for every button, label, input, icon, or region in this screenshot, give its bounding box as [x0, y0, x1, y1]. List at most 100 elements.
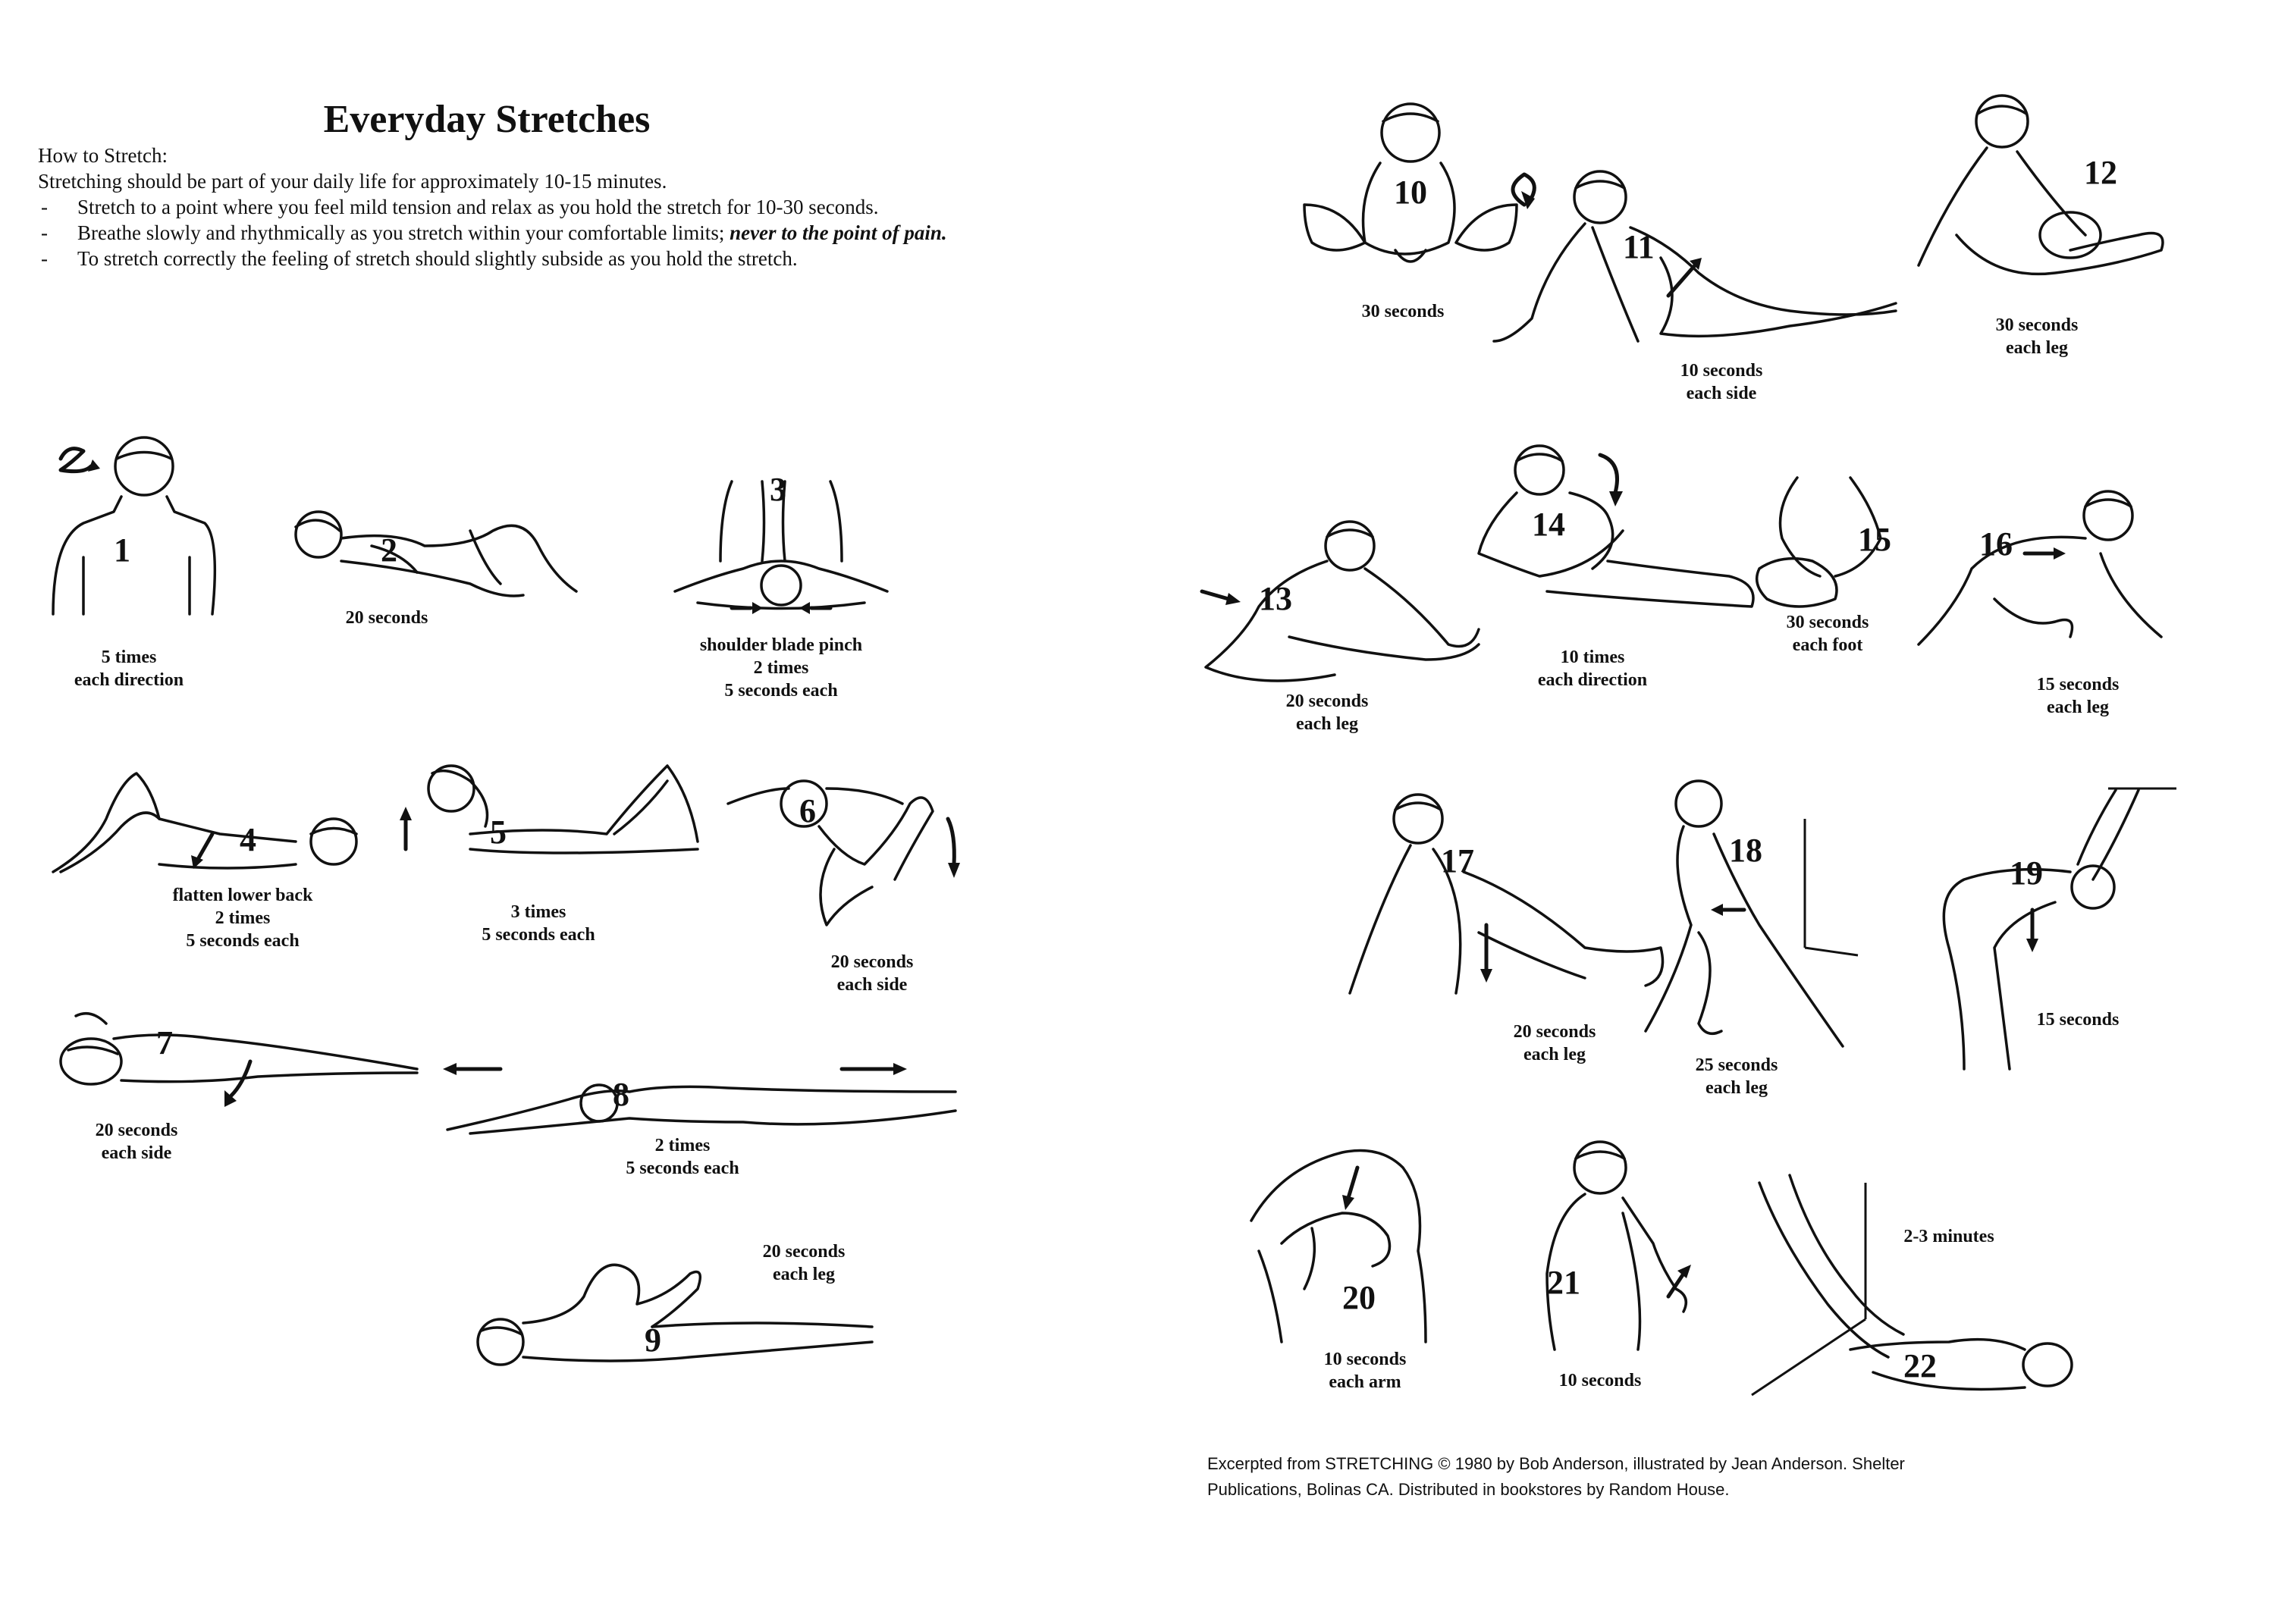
- stretch-figure-1: 1: [38, 425, 220, 616]
- credit-block: Excerpted from STRETCHING © 1980 by Bob …: [1207, 1451, 2254, 1503]
- stretch-number: 13: [1259, 580, 1292, 617]
- stretch-number: 14: [1532, 506, 1565, 543]
- stretch-number: 3: [770, 471, 786, 508]
- stretch-caption: 30 seconds each leg: [1995, 315, 2079, 358]
- stretch-number: 7: [156, 1024, 173, 1061]
- instruction-item: Breathe slowly and rhythmically as you s…: [38, 220, 948, 246]
- wall-calf-stretch-figure-icon: [1644, 779, 1859, 1048]
- stretch-figure-6: 6: [720, 758, 971, 933]
- stretch-number: 11: [1623, 228, 1655, 265]
- ankle-rotation-figure-icon: [1477, 444, 1755, 608]
- head-lift-figure-icon: [400, 764, 699, 854]
- stretch-caption: 5 times each direction: [74, 647, 184, 690]
- stretch-figure-14: 14: [1471, 440, 1759, 637]
- instruction-emphasis: never to the point of pain.: [730, 221, 947, 244]
- stretch-number: 17: [1441, 842, 1474, 879]
- stretch-figure-11: 11: [1486, 136, 1911, 364]
- stretch-figure-17: 17: [1342, 788, 1668, 1016]
- stretch-number: 15: [1858, 521, 1891, 558]
- instructions-heading: How to Stretch:: [38, 144, 168, 167]
- stretch-figure-16: 16: [1903, 485, 2176, 660]
- stretch-caption: shoulder blade pinch 2 times 5 seconds e…: [699, 635, 863, 701]
- kneeling-stretch-figure-icon: [1917, 490, 2163, 646]
- seated-bend-figure-icon: [1917, 94, 2164, 276]
- legs-up-wall-figure-icon: [1751, 1174, 2073, 1397]
- stretch-caption: 3 times 5 seconds each: [482, 902, 595, 945]
- stretch-figure-13: 13: [1198, 516, 1486, 690]
- stretch-caption: 2 times 5 seconds each: [626, 1136, 739, 1178]
- stretch-figure-2: 2: [273, 500, 592, 622]
- forward-bend-figure-icon: [1942, 787, 2176, 1071]
- stretch-figure-7: 7: [46, 1001, 425, 1107]
- lunge-figure-icon: [1348, 793, 1665, 995]
- foot-hold-figure-icon: [1755, 476, 1882, 608]
- stretch-caption: 2-3 minutes: [1903, 1227, 1994, 1246]
- stretch-caption: 10 seconds each arm: [1323, 1350, 1407, 1392]
- stretch-number: 19: [2010, 854, 2043, 892]
- stretch-number: 20: [1342, 1279, 1376, 1316]
- page-title: Everyday Stretches: [323, 98, 651, 141]
- stretch-number: 2: [381, 531, 397, 569]
- stretch-figure-15: 15: [1752, 462, 1903, 622]
- stretch-number: 22: [1903, 1347, 1937, 1384]
- knee-to-chest-figure-icon: [476, 1263, 874, 1366]
- instruction-text: Breathe slowly and rhythmically as you s…: [77, 221, 730, 244]
- stretch-figure-3: 3: [667, 462, 895, 622]
- leg-over-twist-figure-icon: [726, 779, 960, 926]
- stretch-number: 8: [613, 1076, 629, 1113]
- lying-knees-bent-figure-icon: [52, 772, 358, 873]
- instructions-list: Stretch to a point where you feel mild t…: [38, 194, 948, 271]
- instructions-block: How to Stretch: Stretching should be par…: [38, 143, 948, 271]
- stretch-number: 16: [1979, 525, 2013, 563]
- overhead-triceps-figure-icon: [1250, 1149, 1427, 1343]
- seated-spinal-twist-figure-icon: [1492, 170, 1897, 343]
- credit-line: Excerpted from STRETCHING © 1980 by Bob …: [1207, 1454, 1905, 1473]
- stretch-caption: 15 seconds each leg: [2036, 675, 2120, 717]
- stretch-number: 4: [240, 821, 256, 858]
- stretch-figure-12: 12: [1903, 83, 2176, 303]
- stretch-caption: 10 seconds each side: [1680, 361, 1763, 403]
- lying-twist-figure-icon: [294, 510, 578, 597]
- shoulder-pinch-figure-icon: [673, 480, 889, 614]
- stretch-caption: 20 seconds each side: [95, 1121, 178, 1163]
- stretch-caption: 30 seconds: [1361, 302, 1445, 321]
- stretch-caption: 20 seconds: [345, 608, 428, 628]
- instruction-text: To stretch correctly the feeling of stre…: [77, 247, 798, 270]
- stretch-number: 1: [114, 531, 130, 569]
- stretch-number: 6: [799, 792, 816, 829]
- seated-toe-reach-figure-icon: [1200, 520, 1480, 682]
- instruction-item: Stretch to a point where you feel mild t…: [38, 194, 948, 220]
- credit-line: Publications, Bolinas CA. Distributed in…: [1207, 1480, 1730, 1499]
- stretch-caption: 20 seconds each leg: [1513, 1022, 1596, 1064]
- stretch-number: 12: [2084, 154, 2117, 191]
- stretch-figure-5: 5: [394, 751, 713, 872]
- instruction-text: Stretch to a point where you feel mild t…: [77, 196, 879, 218]
- stretch-figure-10: 10: [1297, 91, 1524, 288]
- stretch-number: 21: [1547, 1264, 1580, 1301]
- instructions-intro: Stretching should be part of your daily …: [38, 170, 667, 193]
- stretch-figure-21: 21: [1524, 1122, 1706, 1351]
- stretch-number: 5: [490, 814, 507, 851]
- stretch-caption: flatten lower back 2 times 5 seconds eac…: [172, 886, 313, 951]
- instruction-item: To stretch correctly the feeling of stre…: [38, 246, 948, 271]
- lying-side-twist-figure-icon: [59, 1011, 419, 1107]
- standing-neck-figure-icon: [52, 436, 217, 616]
- stretch-figure-8: 8: [440, 1046, 963, 1137]
- stretch-number: 9: [645, 1321, 661, 1359]
- stretch-number: 10: [1394, 174, 1427, 211]
- stretch-caption: 20 seconds each leg: [1285, 691, 1369, 734]
- stretch-caption: 20 seconds each side: [830, 952, 914, 995]
- stretch-number: 18: [1729, 832, 1762, 869]
- stretch-figure-4: 4: [46, 758, 372, 879]
- shoulder-reach-figure-icon: [1545, 1140, 1691, 1351]
- stretch-figure-18: 18: [1638, 773, 1859, 1061]
- stretch-caption: 10 seconds: [1558, 1371, 1642, 1390]
- stretch-caption: 30 seconds each foot: [1786, 613, 1869, 655]
- stretch-caption: 15 seconds: [2036, 1010, 2120, 1030]
- stretch-caption: 25 seconds each leg: [1695, 1055, 1778, 1098]
- stretch-figure-9: 9: [463, 1251, 887, 1372]
- stretch-caption: 10 times each direction: [1537, 647, 1648, 690]
- stretch-caption: 20 seconds each leg: [762, 1242, 846, 1284]
- butterfly-sit-figure-icon: [1303, 102, 1518, 263]
- stretch-figure-19: 19: [1919, 781, 2176, 1084]
